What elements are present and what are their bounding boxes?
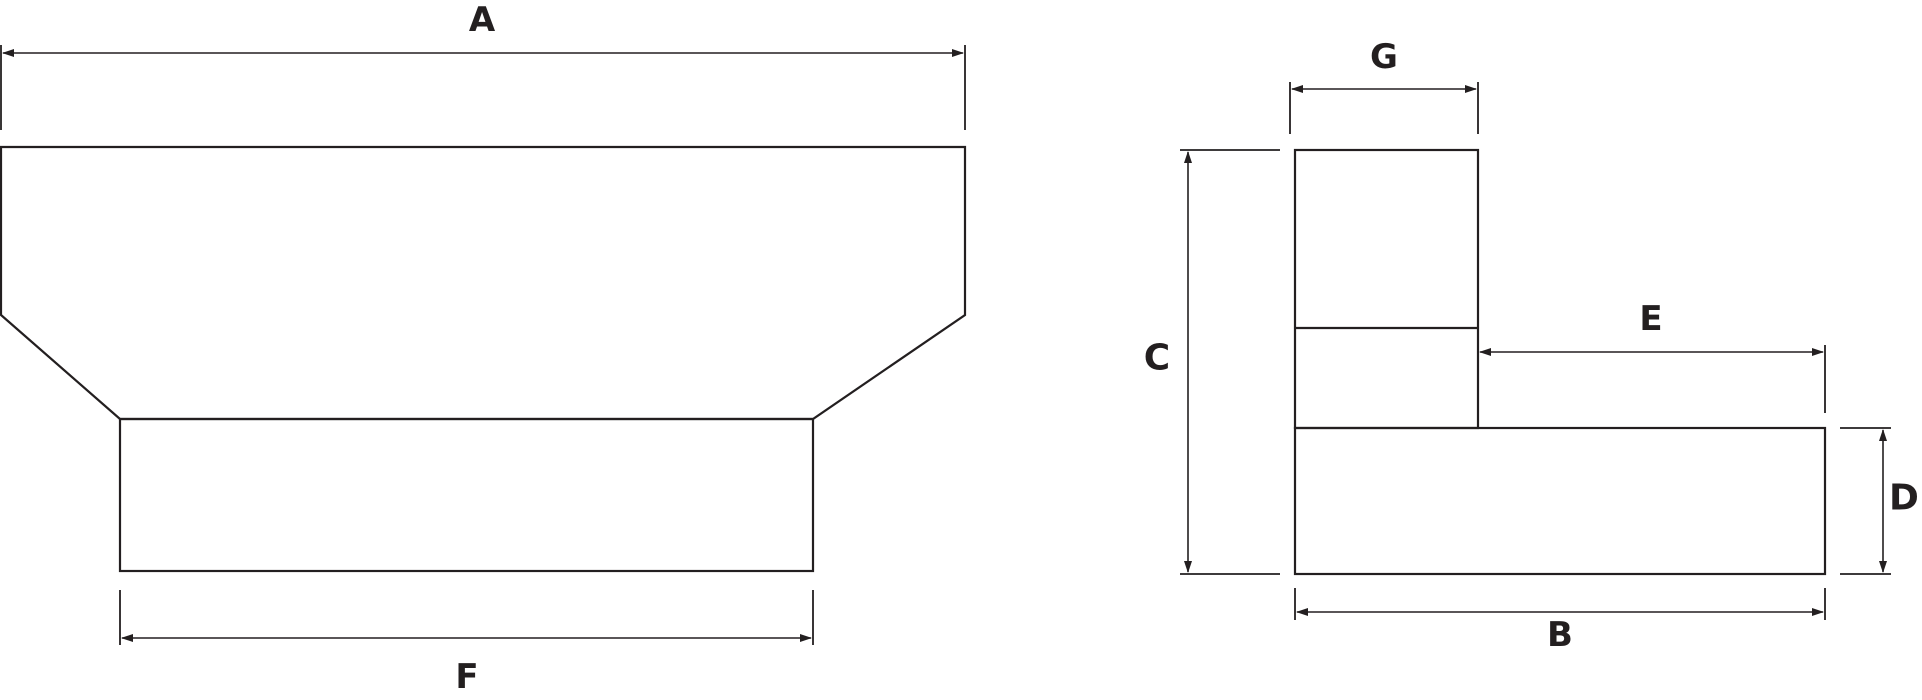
l-bracket-base (1293, 426, 1827, 576)
dimension-f-label: F (455, 657, 478, 697)
dimension-a-label: A (469, 0, 496, 40)
hopper-bottom-box (118, 417, 815, 573)
hopper-figure (0, 145, 967, 573)
dimension-b-label: B (1547, 615, 1573, 655)
dimension-c-label: C (1144, 338, 1170, 379)
dimension-d: D (1840, 427, 1919, 575)
l-bracket-figure (1293, 148, 1827, 576)
dimension-a: A (0, 0, 966, 130)
l-bracket-vertical-leg (1293, 148, 1480, 430)
dimension-d-label: D (1889, 478, 1919, 519)
dimension-c: C (1144, 149, 1280, 575)
dimension-g: G (1289, 37, 1479, 134)
dimension-g-label: G (1370, 37, 1398, 77)
dimension-b: B (1294, 588, 1826, 655)
hopper-top-section (0, 145, 967, 421)
dimension-e: E (1479, 299, 1826, 413)
dimension-e-label: E (1639, 299, 1662, 339)
dimension-f: F (119, 590, 814, 697)
